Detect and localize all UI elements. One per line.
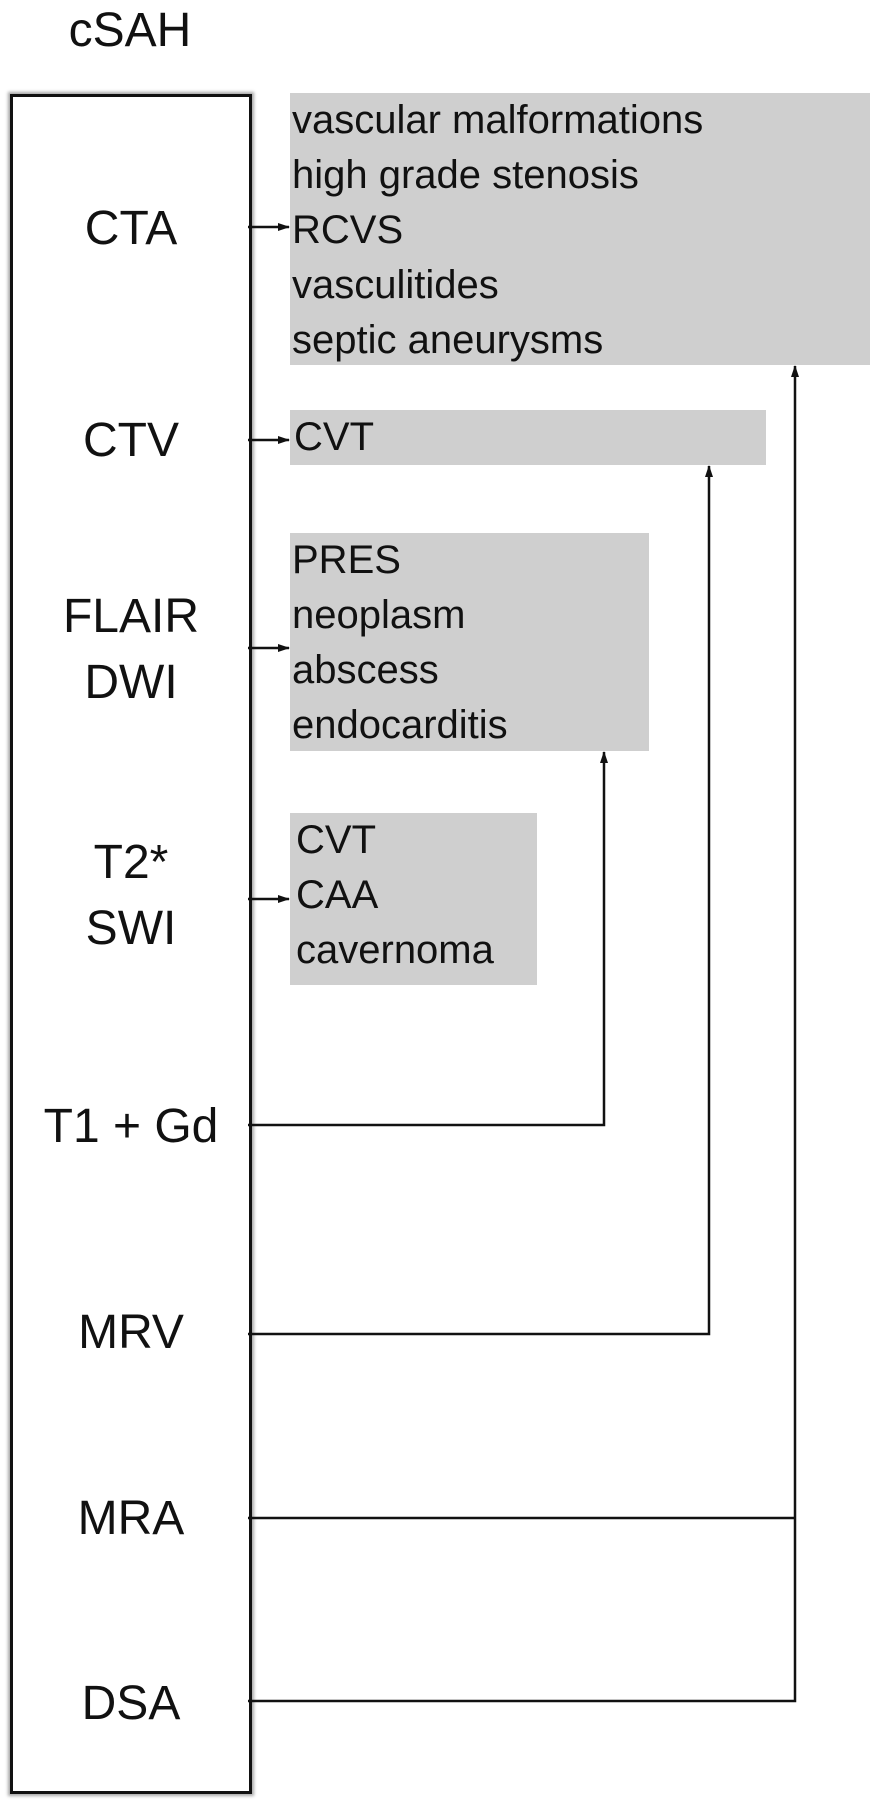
finding-item: CVT [294,415,374,459]
finding-item: cavernoma [296,928,494,972]
modality-ctv-line-1: CTV [83,414,179,467]
finding-item: abscess [292,648,439,692]
modality-mrv: MRV [0,1300,262,1366]
finding-item: RCVS [292,208,404,252]
finding-item: CAA [296,873,379,917]
modality-cta-line-1: CTA [84,202,178,255]
finding-item: endocarditis [292,703,508,747]
finding-item: neoplasm [292,593,466,637]
modality-mrv-line-1: MRV [78,1306,184,1359]
finding-item: septic aneurysms [292,318,604,362]
modality-ctv: CTV [0,408,262,474]
modality-column-box [10,94,252,1794]
modality-t2-swi-line-2: SWI [85,902,177,955]
findings-box-flair-dwi: PRES neoplasm abscess endocarditis [290,533,649,751]
modality-cta: CTA [0,196,262,262]
findings-box-t2-swi: CVT CAA cavernoma [290,813,537,985]
modality-mra-line-1: MRA [77,1492,185,1545]
modality-flair-dwi-line-2: DWI [84,656,178,709]
finding-item: vasculitides [292,263,499,307]
modality-dsa-line-1: DSA [81,1677,181,1730]
finding-item: PRES [292,538,401,582]
modality-mra: MRA [0,1486,262,1552]
connector-dsa-to-cta-findings [248,365,799,1703]
modality-t2-swi: T2* SWI [0,830,262,962]
findings-box-ctv: CVT [290,410,766,465]
modality-t1-gd: T1 + Gd [0,1094,262,1160]
modality-t1-gd-line-1: T1 + Gd [43,1100,219,1153]
findings-box-cta: vascular malformations high grade stenos… [290,93,870,365]
modality-t2-swi-line-1: T2* [93,836,169,889]
finding-item: CVT [296,818,376,862]
modality-flair-dwi: FLAIR DWI [0,584,262,716]
finding-item: vascular malformations [292,98,704,142]
finding-item: high grade stenosis [292,153,639,197]
connector-mrv-to-ctv-findings [248,465,713,1336]
modality-dsa: DSA [0,1671,262,1737]
diagram-title: cSAH [68,4,192,57]
modality-flair-dwi-line-1: FLAIR [62,590,200,643]
connector-t1-gd-to-flair-dwi-findings [248,751,608,1127]
